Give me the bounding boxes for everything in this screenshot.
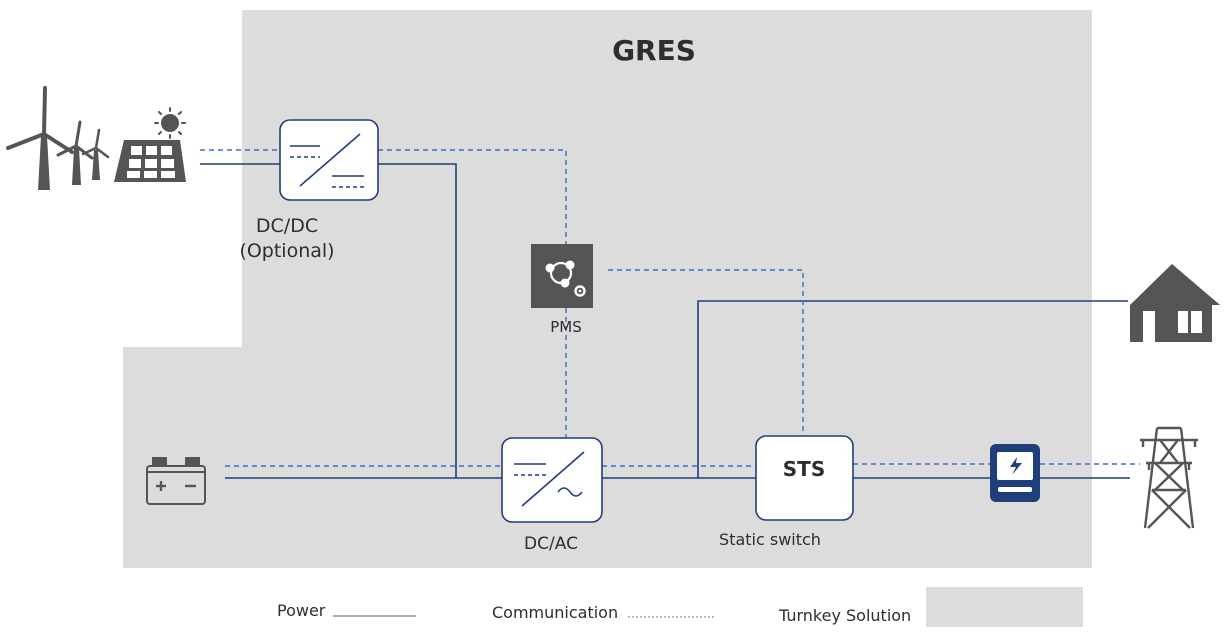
static-switch-label: Static switch	[719, 530, 821, 549]
dcdc-label: DC/DC	[256, 215, 318, 237]
communication-lines	[200, 149, 1140, 467]
transmission-tower-icon	[1140, 426, 1198, 529]
power-lines	[200, 163, 1130, 479]
legend: Power Communication Turnkey Solution	[277, 587, 1083, 627]
power-line-dcdc-bus	[378, 163, 457, 478]
dcdc-converter	[279, 119, 379, 201]
network-gear-icon	[545, 260, 586, 297]
pms-label: PMS	[550, 318, 582, 336]
comm-line-pms-sts	[608, 269, 804, 436]
wind-turbine-and-solar-panel-icon	[6, 86, 186, 190]
power-line-house	[697, 300, 1128, 478]
diagram-title: GRES	[612, 34, 696, 67]
dcac-label: DC/AC	[524, 534, 578, 554]
turnkey-solution-area	[123, 10, 1092, 568]
sts-box	[755, 435, 854, 521]
battery-icon	[146, 457, 206, 505]
legend-turnkey-label: Turnkey Solution	[778, 606, 911, 625]
sts-label: STS	[783, 457, 825, 481]
legend-turnkey-swatch	[926, 587, 1083, 627]
house-icon	[1130, 264, 1220, 342]
dcac-converter	[501, 437, 603, 523]
dcdc-optional-label: (Optional)	[239, 240, 334, 262]
pms-box	[531, 244, 593, 308]
legend-power-label: Power	[277, 601, 326, 620]
legend-communication-label: Communication	[492, 603, 618, 622]
electric-meter-icon	[990, 444, 1040, 502]
